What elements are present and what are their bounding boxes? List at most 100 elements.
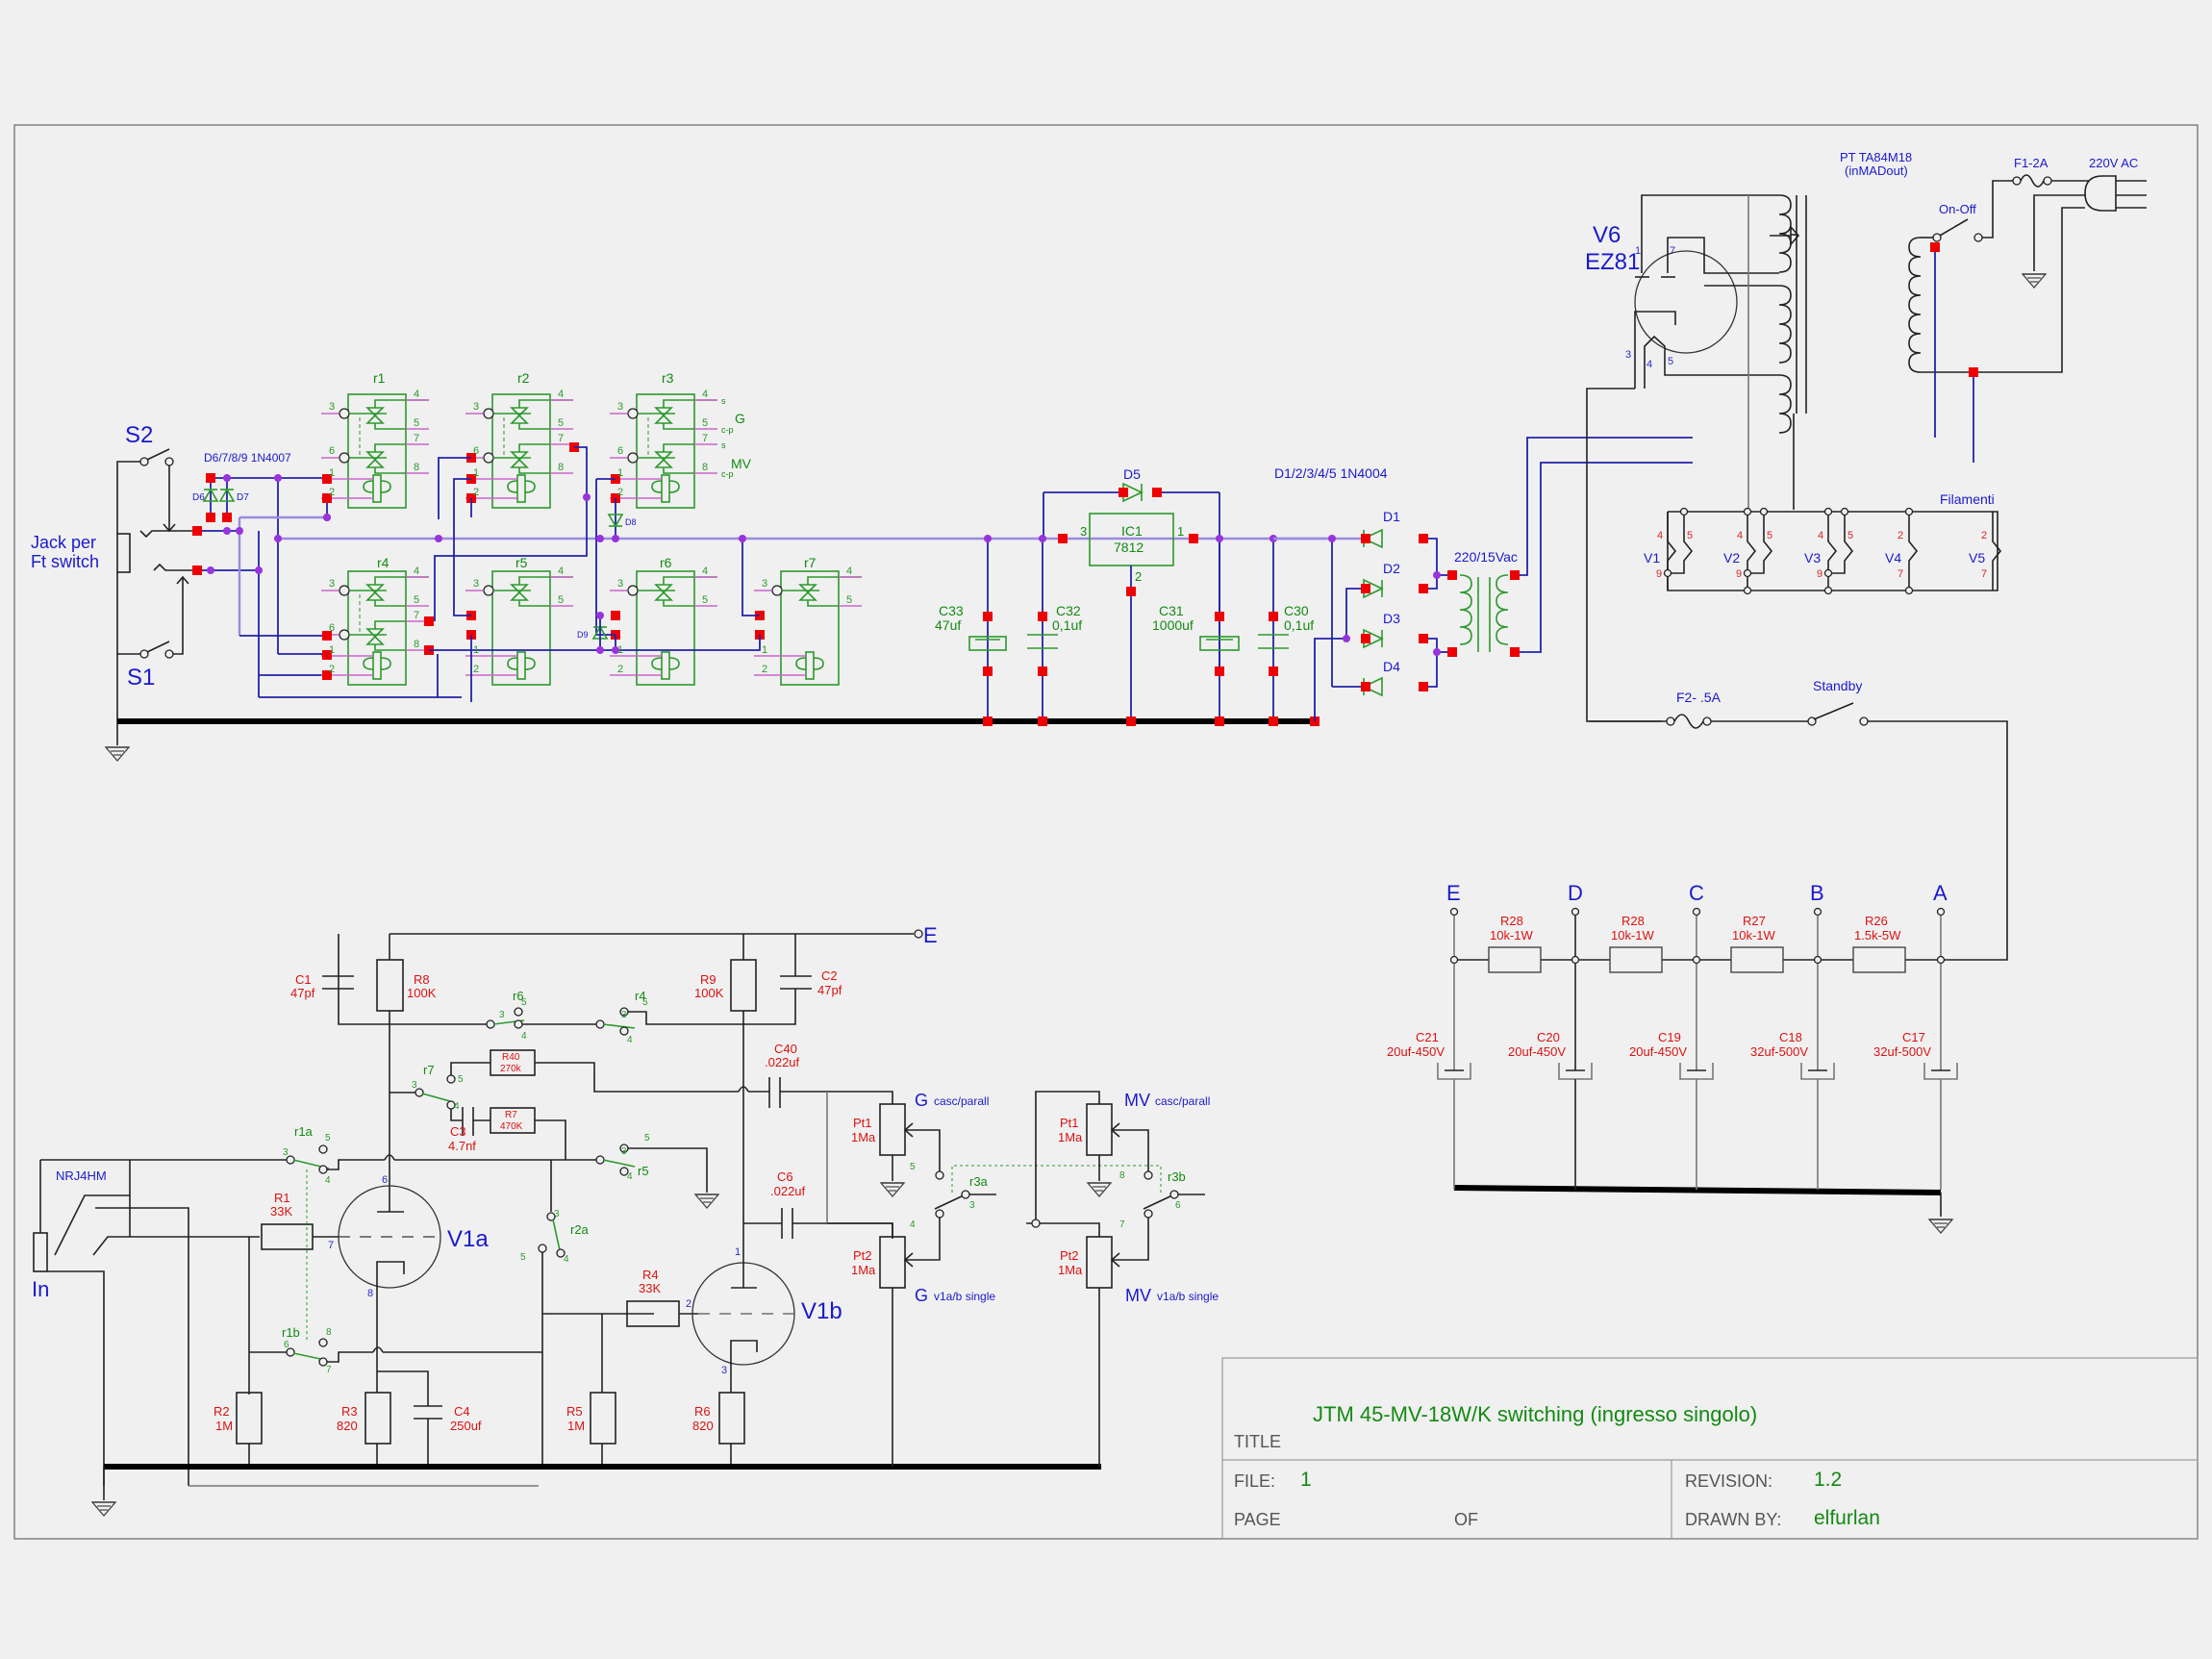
svg-text:B: B xyxy=(1810,881,1824,905)
relay-pin-number: 4 xyxy=(414,566,419,577)
relay-pin-number: 4 xyxy=(558,389,564,400)
label-pots-mv-bot-small: v1a/b single xyxy=(1157,1290,1219,1303)
relay-pin-number: 3 xyxy=(329,578,335,590)
relay-pin-number: 5 xyxy=(558,417,564,429)
label-preamp-r40-name: R40 xyxy=(502,1052,520,1063)
label-preamp-r5-name: R5 xyxy=(566,1404,583,1419)
relay-pin-number: 1 xyxy=(473,644,479,656)
label-regulator-c30-val: 0,1uf xyxy=(1284,617,1314,633)
svg-text:5: 5 xyxy=(325,1133,331,1144)
relay-g-label: G xyxy=(735,411,745,426)
label-preamp-r8-val: 100K xyxy=(407,986,437,1000)
relay-pin-number: 4 xyxy=(702,389,708,400)
svg-text:3: 3 xyxy=(412,1080,417,1091)
preamp-section: E C1 47pf R8 100K r6 r4 R9 100K C2 47pf xyxy=(32,923,1101,1517)
revision-value: 1.2 xyxy=(1814,1469,1842,1491)
label-preamp-tube-pins-v1a-2: 8 xyxy=(367,1288,373,1299)
label-regulator-pin-gnd: 2 xyxy=(1135,569,1142,584)
label-power-v6-pins-3: 4 xyxy=(1646,359,1652,370)
relay-wiring: D8 D9 xyxy=(323,446,761,702)
svg-text:7: 7 xyxy=(1119,1219,1125,1230)
relay-pin-number: 3 xyxy=(473,401,479,413)
label-pots-mv-pt1-val: 1Ma xyxy=(1058,1130,1083,1144)
label-power-v6-pins-4: 5 xyxy=(1668,356,1673,367)
standby-section: F2- .5A Standby xyxy=(1589,678,2008,961)
label-preamp-sw-r3a: r3a xyxy=(969,1174,989,1189)
label-power-pt-line1: PT TA84M18 xyxy=(1840,150,1912,164)
relay-pin-number: 2 xyxy=(762,664,767,675)
jack-socket xyxy=(116,533,131,573)
svg-text:1.5k-5W: 1.5k-5W xyxy=(1854,928,1901,943)
footswitch-section: S2 S1 Jack per Ft switch D6/7/8/9 1N4007… xyxy=(31,422,1058,762)
relay-pin-number: 4 xyxy=(702,566,708,577)
label-pots-g-pt1-val: 1Ma xyxy=(851,1130,876,1144)
svg-text:E: E xyxy=(1446,881,1461,905)
svg-text:10k-1W: 10k-1W xyxy=(1490,928,1534,943)
label-preamp-r9-name: R9 xyxy=(700,972,716,987)
label-regulator-c30-name: C30 xyxy=(1284,603,1309,618)
svg-text:4: 4 xyxy=(325,1175,331,1186)
label-preamp-input-label: In xyxy=(32,1277,49,1301)
label-relay-r3-side-s: s xyxy=(721,396,726,406)
d6-diode xyxy=(202,488,219,502)
svg-text:C19: C19 xyxy=(1658,1030,1681,1044)
relay-pin-number: 8 xyxy=(414,462,419,473)
title-block: TITLE JTM 45-MV-18W/K switching (ingress… xyxy=(1221,1357,2199,1540)
label-preamp-r9-val: 100K xyxy=(694,986,724,1000)
label-power-standby: Standby xyxy=(1813,678,1862,693)
label-pots-g-pt2-val: 1Ma xyxy=(851,1263,876,1277)
svg-text:5: 5 xyxy=(910,1162,916,1172)
relay-pin-number: 5 xyxy=(414,594,419,606)
label-pots-mv-top-big: MV xyxy=(1124,1091,1150,1110)
label-power-filaments: Filamenti xyxy=(1940,491,1995,507)
svg-text:8: 8 xyxy=(326,1327,332,1338)
svg-text:7: 7 xyxy=(1981,568,1987,580)
svg-text:V3: V3 xyxy=(1804,550,1821,566)
svg-text:3: 3 xyxy=(554,1209,560,1219)
relay-mv-label: MV xyxy=(731,456,752,471)
label-power-v6-pins-1: 7 xyxy=(1670,245,1675,257)
label-preamp-c3-val: 4.7nf xyxy=(448,1139,476,1153)
power-transformer-section: V6 EZ81 1 7 3 4 5 PT TA84M18 (inMADout) … xyxy=(1585,150,2147,722)
svg-text:5: 5 xyxy=(521,997,527,1008)
relay-pin-number: 5 xyxy=(558,594,564,606)
s1-label: S1 xyxy=(127,665,155,691)
svg-text:8: 8 xyxy=(1119,1170,1125,1181)
svg-text:2: 2 xyxy=(1981,530,1987,541)
label-regulator-c33-name: C33 xyxy=(939,603,964,618)
label-preamp-c2-val: 47pf xyxy=(817,983,842,997)
label-power-fuse2: F2- .5A xyxy=(1676,690,1722,705)
svg-text:4: 4 xyxy=(454,1101,460,1112)
relay-pin-number: 1 xyxy=(762,644,767,656)
label-preamp-r7-name: R7 xyxy=(505,1110,517,1120)
relay-pin-number: 3 xyxy=(617,578,623,590)
label-preamp-sw-r6: r6 xyxy=(513,989,524,1003)
relay-pin-number: 1 xyxy=(617,644,623,656)
label-preamp-r1-val: 33K xyxy=(270,1204,292,1219)
label-power-v6-name: V6 xyxy=(1593,222,1621,248)
label-preamp-sw-r1a: r1a xyxy=(294,1124,314,1139)
label-preamp-v1a: V1a xyxy=(447,1226,489,1252)
label-preamp-c40-name: C40 xyxy=(774,1042,797,1056)
label-preamp-c4-name: C4 xyxy=(454,1404,470,1419)
label-preamp-sw-r4: r4 xyxy=(635,989,646,1003)
label-regulator-c32-val: 0,1uf xyxy=(1052,617,1082,633)
label-preamp-r8-name: R8 xyxy=(414,972,430,987)
jack-label-1: Jack per xyxy=(31,533,96,552)
svg-text:20uf-450V: 20uf-450V xyxy=(1387,1044,1445,1059)
label-regulator-c31-name: C31 xyxy=(1159,603,1184,618)
relay-pin-number: 6 xyxy=(329,622,335,634)
file-value: 1 xyxy=(1300,1469,1312,1491)
relay-pin-number: 6 xyxy=(473,445,479,457)
label-power-v6-pins-0: 1 xyxy=(1635,245,1641,257)
svg-text:C20: C20 xyxy=(1537,1030,1560,1044)
label-preamp-node-e: E xyxy=(923,923,938,947)
label-regulator-ic-name: IC1 xyxy=(1121,523,1143,539)
d7-diode xyxy=(218,488,236,502)
